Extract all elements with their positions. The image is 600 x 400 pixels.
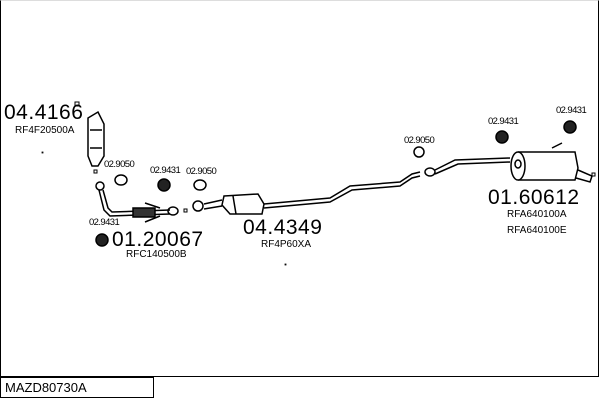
gasket-c-number: 02.9050 <box>404 135 435 146</box>
gasket-a-number: 02.9050 <box>104 159 135 170</box>
rear-silencer-number: 01.60612 <box>488 186 580 209</box>
kit-code-box: MAZD80730A <box>0 377 154 398</box>
mount-b-drawing <box>95 233 109 247</box>
rear-silencer-drawing <box>510 142 596 183</box>
mount-b-number: 02.9431 <box>89 217 120 228</box>
front-catalyst-ref: RF4F20500A <box>15 125 75 136</box>
mount-d-number: 02.9431 <box>556 105 587 116</box>
mid-catalyst-ref: RF4P60XA <box>261 239 312 250</box>
rear-silencer-ref-alt: RFA640100E <box>507 225 567 236</box>
gasket-c-drawing <box>413 146 425 158</box>
front-catalyst-drawing <box>74 101 105 174</box>
front-pipe-drawing <box>95 181 188 223</box>
front-pipe-number: 01.20067 <box>112 228 204 251</box>
mount-d-drawing <box>563 120 577 134</box>
gasket-a-drawing <box>114 174 128 186</box>
mid-catalyst-drawing <box>192 157 511 215</box>
front-catalyst-number: 04.4166 <box>4 101 84 124</box>
mount-c-drawing <box>495 130 509 144</box>
gasket-b-drawing <box>193 179 207 191</box>
mid-catalyst-number: 04.4349 <box>243 216 323 239</box>
mount-a-drawing <box>157 178 171 192</box>
gasket-b-number: 02.9050 <box>186 166 217 177</box>
mount-a-number: 02.9431 <box>150 165 181 176</box>
front-pipe-ref: RFC140500B <box>126 249 187 260</box>
rear-silencer-ref: RFA640100A <box>507 209 567 220</box>
mount-c-number: 02.9431 <box>488 116 519 127</box>
diagram-frame <box>0 0 599 377</box>
